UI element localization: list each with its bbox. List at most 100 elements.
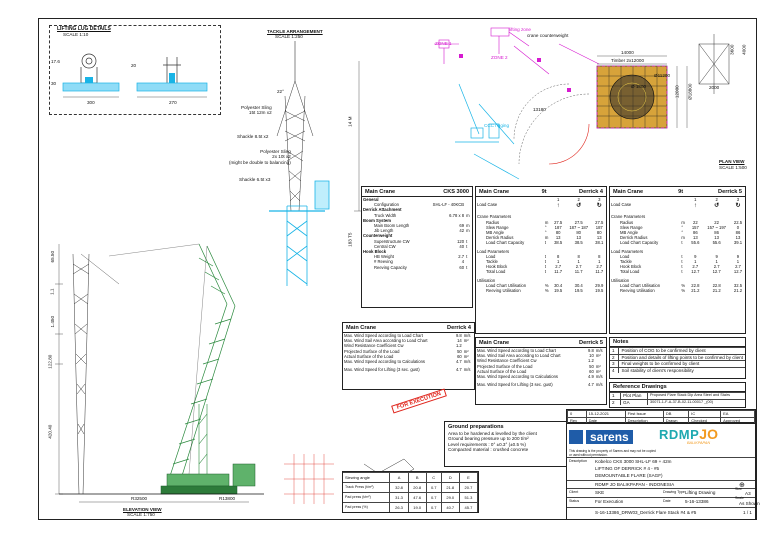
row-unit: m/s <box>595 348 603 353</box>
notes-title: Notes <box>613 339 629 345</box>
ref-type: Plot Plan <box>620 392 648 399</box>
project-logo: RDMPJO BALIKPAPAN <box>659 426 751 448</box>
table-row: General <box>362 197 472 202</box>
elevation-drawing <box>55 243 264 503</box>
section-label: Utilisation <box>477 277 496 283</box>
pressure-head-cell: A <box>389 472 409 483</box>
row-value-1: 2.7 <box>555 264 562 270</box>
tackle-title: TACKLE ARRANGEMENT <box>267 29 323 34</box>
row-unit: m <box>544 235 549 241</box>
title-line-2: DEMOUNTABLE FLARE (SAGF) <box>595 473 663 478</box>
revision-cell: 15-12-2021 <box>585 410 626 418</box>
row-value-3: 39.1 <box>733 240 743 246</box>
load-case-icon: ↻ <box>735 203 741 210</box>
row-unit: t <box>466 264 468 270</box>
row-value: 2.7 <box>458 254 465 260</box>
row-value: 4.7 <box>455 359 462 365</box>
tackle-sling1-label: Polyester Sling 15t 12m x2 <box>241 105 272 116</box>
row-value-1: 22.8 <box>691 282 700 288</box>
load-case-number: 2 <box>577 197 580 202</box>
row-value-1: 22 <box>692 219 698 225</box>
row-unit: t <box>544 269 546 275</box>
load-case-number: 2 <box>715 197 718 202</box>
row-value: 10 <box>589 353 594 359</box>
table-row: Derrick Attachment <box>362 207 472 212</box>
row-value-1: 1 <box>556 259 560 265</box>
row-value-1: 9 <box>694 253 697 259</box>
row-label: Central CW <box>374 243 396 249</box>
section-label: Load Parameters <box>611 248 644 254</box>
row-label: Max. Wind Speed according to Load Chart <box>344 333 423 338</box>
note-number: 4 <box>610 366 620 373</box>
status-value: For Execution <box>595 499 624 504</box>
row-label: Load <box>620 253 630 259</box>
row-value: 60 <box>589 368 594 374</box>
row-value-2: 55.6 <box>712 240 721 246</box>
section-head: Load Parameters <box>476 246 606 254</box>
elev-dim-122: 122.80 <box>47 354 53 369</box>
pressure-head-cell: Slewing angle <box>343 472 391 483</box>
row-value: SHL-LF - 40KCB <box>432 202 465 208</box>
wind4-name: Derrick 4 <box>447 324 471 331</box>
row-unit: m <box>466 212 470 218</box>
row-unit: % <box>681 282 686 288</box>
drawing-type-value: Lifting Drawing <box>685 490 716 495</box>
disclaimer: This drawing is the property of Sarens a… <box>569 449 656 457</box>
client-label: Client <box>569 490 579 494</box>
row-label: Counterweight <box>363 233 393 239</box>
drawing-type-label: Drawing Type <box>663 490 685 494</box>
load-case-row: Load Case↑↺↻ <box>476 202 606 211</box>
row-value-3: 13 <box>596 235 602 241</box>
plan-tag-lifting-zone: lifting zone <box>509 27 531 32</box>
elevation-scale: SCALE 1:750 <box>127 512 155 517</box>
pressure-value: 45.7 <box>459 502 479 512</box>
row-label: Max. Wind Speed for Lifting (3 sec. gust… <box>344 367 420 373</box>
row-value-2: 86 <box>714 230 719 236</box>
row-label: Radius <box>620 219 634 225</box>
tackle-drawing <box>269 41 364 286</box>
status-label: Status <box>569 499 580 503</box>
plan-dim-12000: 12000 <box>674 85 680 99</box>
elev-dim-r13800: R13800 <box>219 496 236 501</box>
load-case-number: 1 <box>556 197 560 202</box>
pressure-value: 0.7 <box>426 492 442 503</box>
row-value-3: 1 <box>736 259 740 265</box>
row-value: 4.7 <box>455 367 462 373</box>
row-value-2: 19.5 <box>574 288 583 294</box>
row-value: 4 <box>461 259 465 265</box>
size-value: A3 <box>745 491 751 496</box>
plan-dim-14000: 14000 <box>621 50 634 55</box>
pressure-value: 0.7 <box>426 482 442 493</box>
row-unit: m² <box>463 348 469 354</box>
row-value: 50 <box>589 363 594 369</box>
row-label: Total Load <box>620 269 640 275</box>
lifting-lug-title: LIFTING LUG DETAILS <box>57 26 111 32</box>
row-unit: ° <box>544 224 547 230</box>
pressure-value: 26.3 <box>389 502 409 512</box>
lug-dim-20: 20 <box>131 63 137 68</box>
row-label: MB Angle <box>620 230 638 236</box>
row-value-1: 13 <box>692 235 698 241</box>
